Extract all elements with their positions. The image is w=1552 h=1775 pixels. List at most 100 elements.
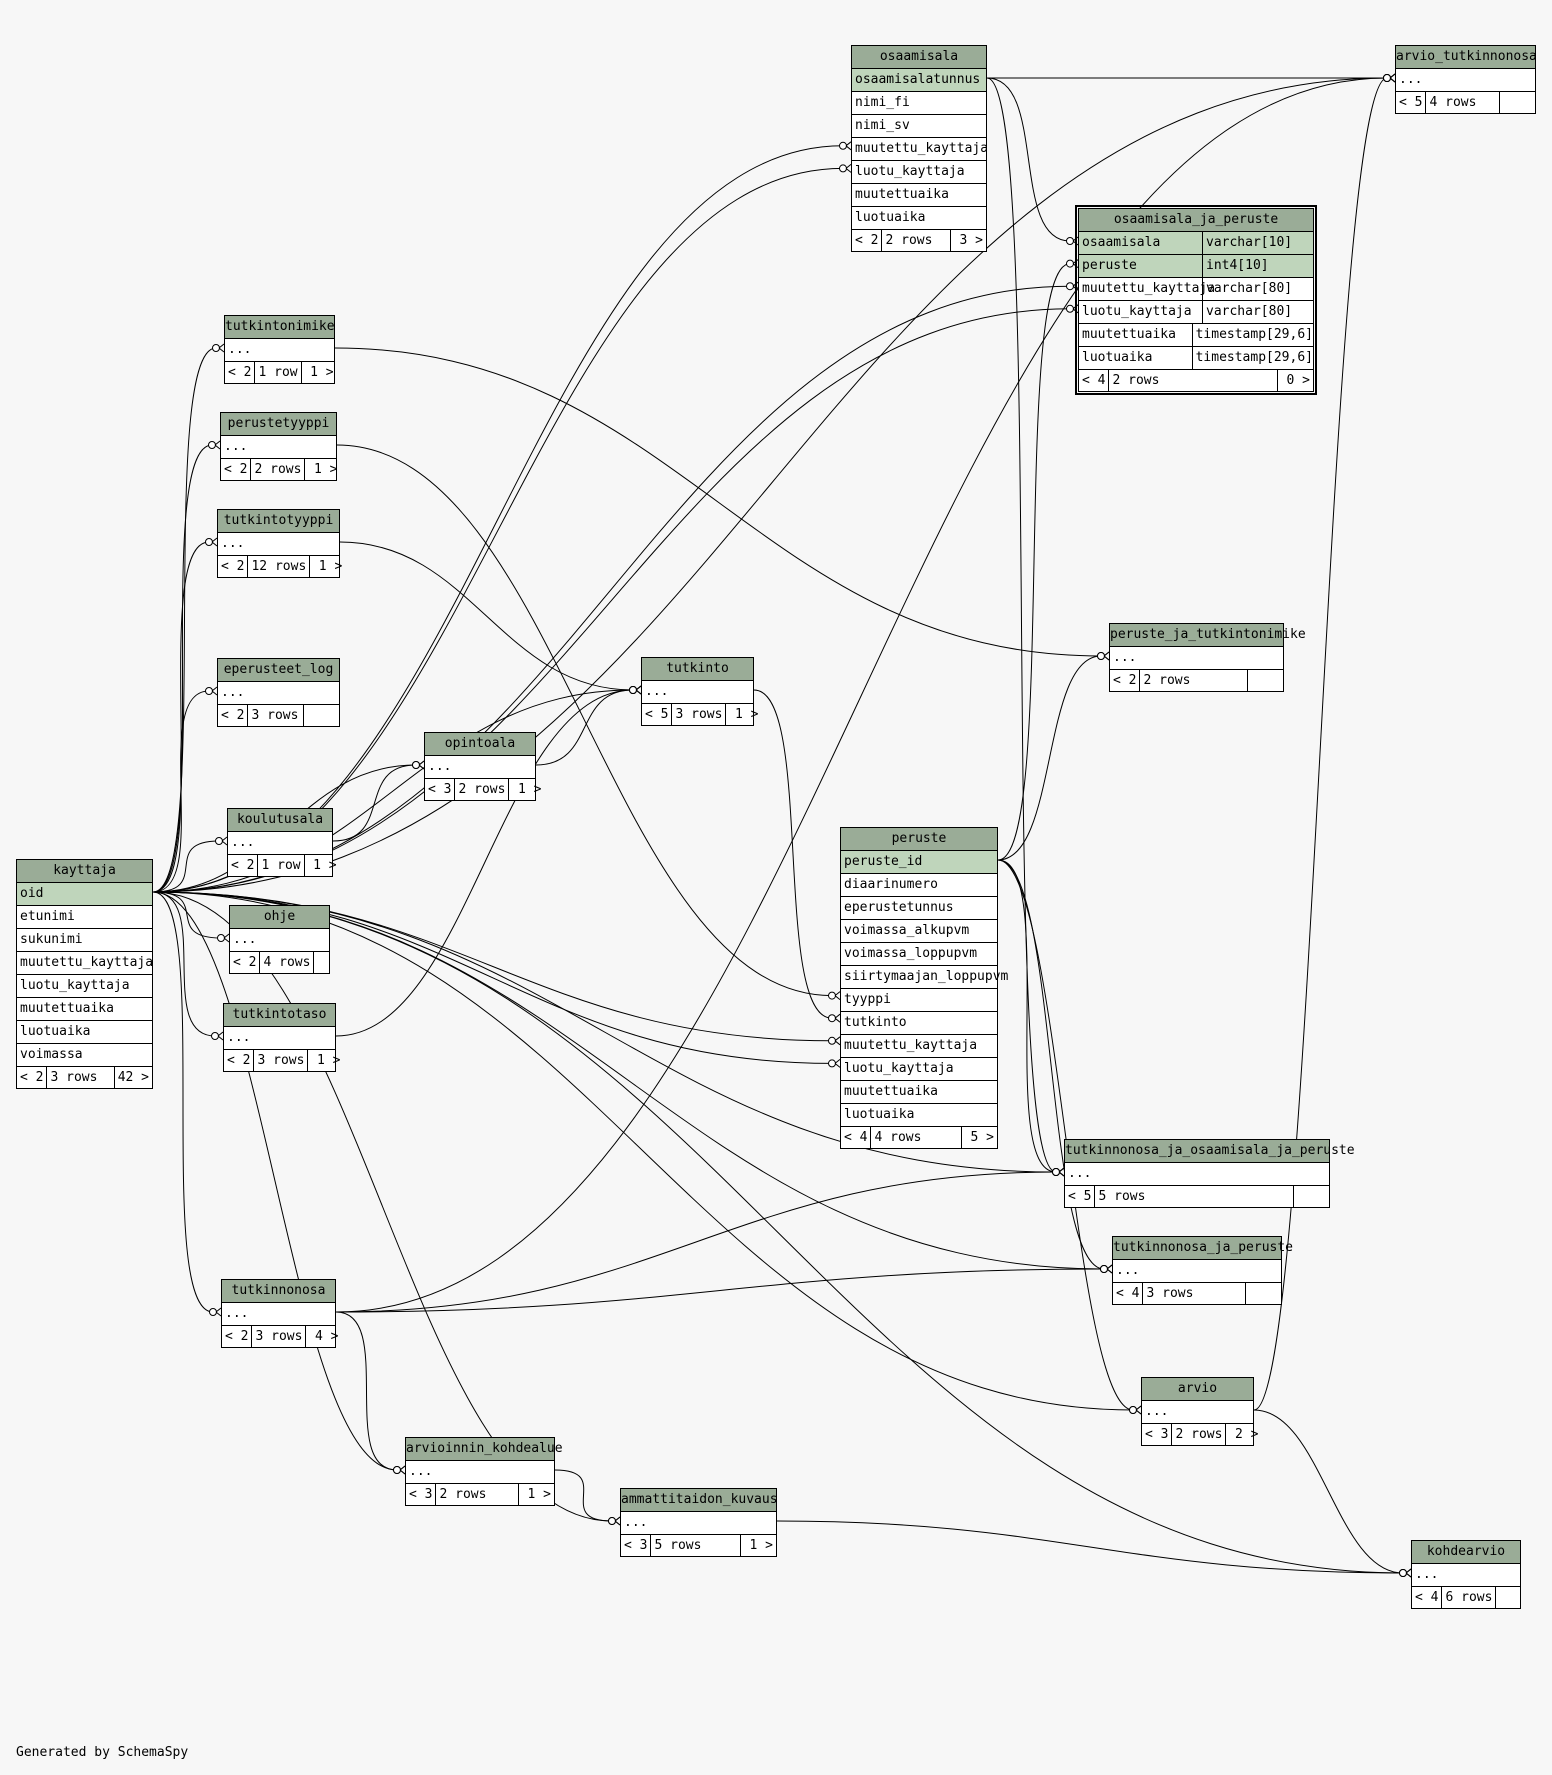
parents-count[interactable]: < 2 [228, 365, 252, 380]
table-title[interactable]: kayttaja [17, 860, 152, 883]
column-row[interactable]: luotuaika [17, 1021, 152, 1044]
parents-count[interactable]: < 5 [1068, 1189, 1092, 1204]
table-title[interactable]: tutkinnonosa_ja_osaamisala_ja_peruste [1065, 1140, 1355, 1163]
table-title[interactable]: tutkintonimike [225, 316, 335, 339]
column-row[interactable]: ... [1113, 1260, 1281, 1283]
column-row[interactable]: ... [225, 339, 334, 362]
table-title[interactable]: kohdearvio [1412, 1541, 1520, 1564]
table-title[interactable]: tutkintotaso [224, 1004, 335, 1027]
column-row[interactable]: tutkinto [841, 1012, 997, 1035]
table-title[interactable]: peruste [841, 828, 997, 851]
column-row[interactable]: ... [218, 533, 339, 556]
table-title[interactable]: ohje [230, 906, 329, 929]
children-count[interactable]: 3 > [950, 230, 986, 251]
column-row[interactable]: ... [642, 681, 753, 704]
column-row[interactable]: luotu_kayttaja [852, 161, 986, 184]
column-row[interactable]: nimi_sv [852, 115, 986, 138]
column-row[interactable]: luotu_kayttaja [841, 1058, 997, 1081]
column-row[interactable]: ... [1110, 647, 1283, 670]
children-count[interactable]: 1 > [307, 1050, 343, 1071]
table-title[interactable]: arvio_tutkinnonosa [1396, 46, 1537, 69]
children-count[interactable]: 0 > [1277, 370, 1313, 391]
table-tutkinnonosa-ja-osaamisala-ja-peruste[interactable]: tutkinnonosa_ja_osaamisala_ja_peruste...… [1064, 1139, 1355, 1208]
children-count[interactable] [1247, 670, 1283, 691]
parents-count[interactable]: < 2 [233, 955, 257, 970]
parents-count[interactable]: < 3 [428, 782, 452, 797]
column-row[interactable]: sukunimi [17, 929, 152, 952]
primary-key-column[interactable]: peruste_id [841, 851, 997, 874]
column-row[interactable]: ... [1142, 1401, 1253, 1424]
children-count[interactable] [303, 705, 339, 726]
children-count[interactable] [1499, 92, 1535, 113]
column-row[interactable]: nimi_fi [852, 92, 986, 115]
children-count[interactable]: 5 > [961, 1127, 997, 1148]
table-title[interactable]: osaamisala_ja_peruste [1079, 209, 1313, 232]
parents-count[interactable]: < 2 [227, 1053, 251, 1068]
children-count[interactable]: 1 > [508, 779, 544, 800]
column-row[interactable]: ... [224, 1027, 335, 1050]
parents-count[interactable]: < 2 [221, 708, 245, 723]
table-title[interactable]: eperusteet_log [218, 659, 339, 682]
table-title[interactable]: tutkintotyyppi [218, 510, 339, 533]
children-count[interactable]: 2 > [1225, 1424, 1261, 1445]
children-count[interactable]: 1 > [300, 362, 337, 383]
column-row[interactable]: etunimi [17, 906, 152, 929]
parents-count[interactable]: < 4 [1116, 1286, 1140, 1301]
parents-count[interactable]: < 3 [409, 1487, 433, 1502]
parents-count[interactable]: < 2 [221, 559, 245, 574]
column-row[interactable]: ... [221, 436, 336, 459]
children-count[interactable] [313, 952, 349, 973]
column-row[interactable]: ... [228, 832, 332, 855]
primary-key-column[interactable]: oid [17, 883, 152, 906]
children-count[interactable] [1293, 1186, 1329, 1207]
column-row[interactable]: siirtymaajan_loppupvm [841, 966, 1008, 989]
table-title[interactable]: arvioinnin_kohdealue [406, 1438, 563, 1461]
column-row[interactable]: luotu_kayttaja [17, 975, 152, 998]
children-count[interactable] [1495, 1587, 1531, 1608]
column-row[interactable]: luotuaika [852, 207, 986, 230]
parents-count[interactable]: < 2 [20, 1070, 44, 1085]
column-row[interactable]: ... [406, 1461, 554, 1484]
table-title[interactable]: perustetyyppi [221, 413, 336, 436]
parents-count[interactable]: < 2 [231, 858, 255, 873]
parents-count[interactable]: < 2 [855, 233, 879, 248]
children-count[interactable]: 1 > [309, 556, 345, 577]
column-row[interactable]: ... [218, 682, 339, 705]
column-row[interactable]: ... [1396, 69, 1535, 92]
children-count[interactable]: 1 > [725, 704, 761, 725]
column-row[interactable]: ... [222, 1303, 335, 1326]
column-row[interactable]: muutettu_kayttaja [841, 1035, 997, 1058]
column-row[interactable]: muutettuaika [841, 1081, 997, 1104]
parents-count[interactable]: < 4 [1082, 373, 1106, 388]
children-count[interactable]: 4 > [305, 1326, 341, 1347]
column-row[interactable]: muutettu_kayttaja [852, 138, 988, 161]
column-row[interactable]: tyyppi [841, 989, 997, 1012]
table-title[interactable]: arvio [1142, 1378, 1253, 1401]
children-count[interactable]: 42 > [113, 1067, 152, 1088]
column-row[interactable]: muutettu_kayttaja [17, 952, 153, 975]
parents-count[interactable]: < 5 [645, 707, 669, 722]
parents-count[interactable]: < 4 [1415, 1590, 1439, 1605]
children-count[interactable]: 1 > [518, 1484, 554, 1505]
column-row[interactable]: muutettuaika [852, 184, 986, 207]
table-title[interactable]: koulutusala [228, 809, 332, 832]
